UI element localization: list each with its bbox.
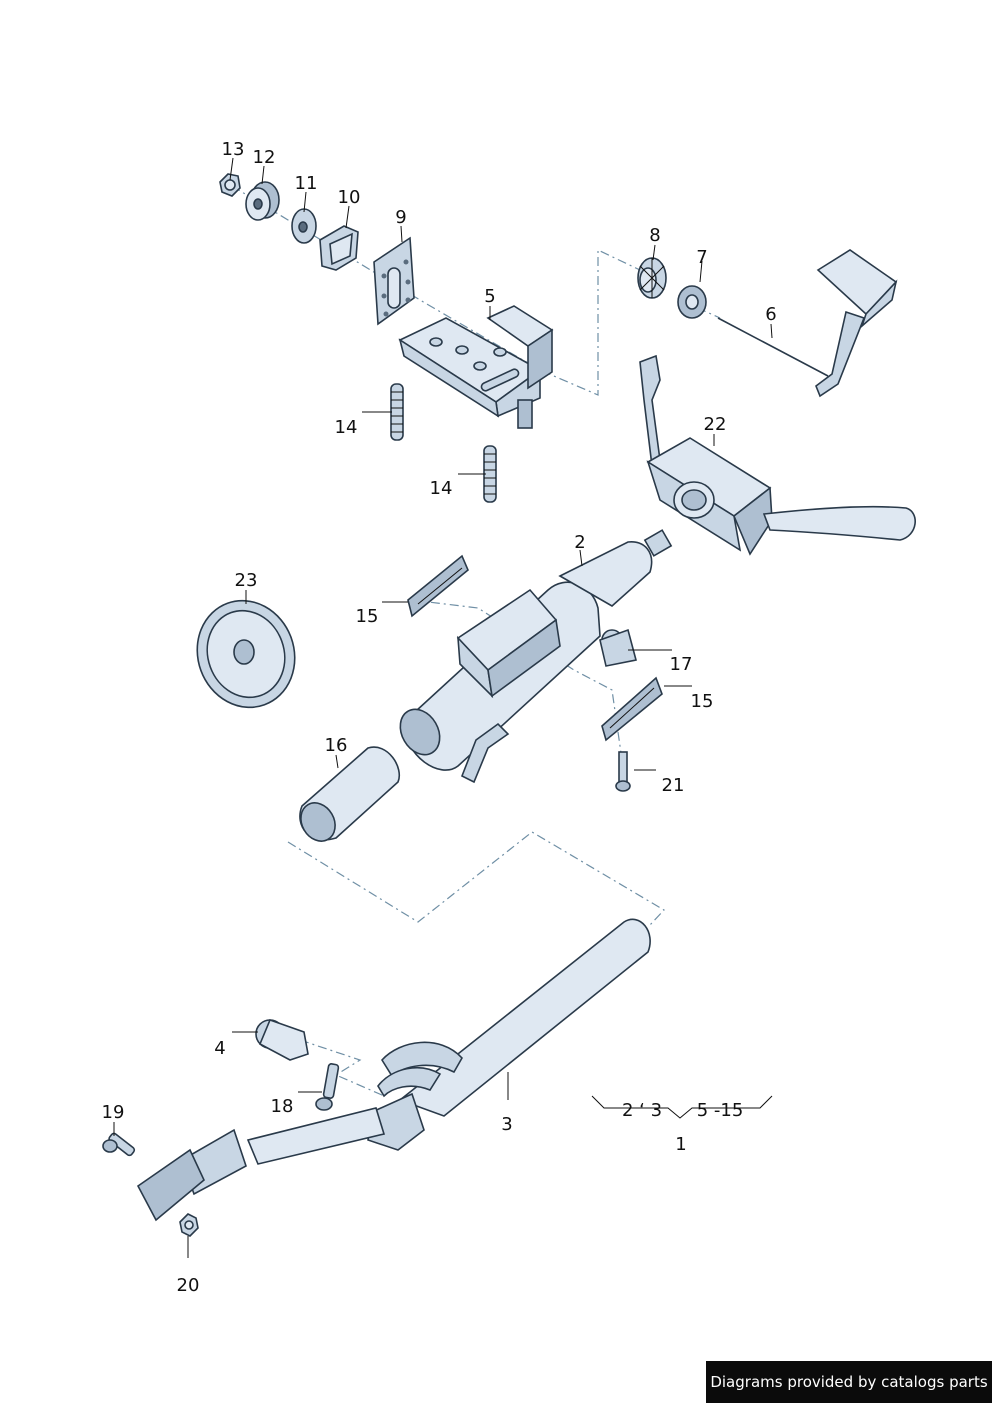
callout-3: 3 — [501, 1114, 512, 1135]
part-8-gear — [637, 257, 667, 299]
part-6-pedal — [717, 249, 898, 398]
bracket-range-left: 2 ‘ 3 — [622, 1100, 662, 1121]
part-21-screw — [615, 751, 631, 792]
callout-leader-lines — [113, 157, 773, 1258]
part-14-spring-upper — [390, 383, 404, 441]
footer-credit-banner: Diagrams provided by catalogs parts — [706, 1361, 992, 1403]
part-10-clip — [319, 225, 359, 271]
callout-6: 6 — [765, 304, 776, 325]
callout-5: 5 — [484, 286, 495, 307]
callout-8: 8 — [649, 225, 660, 246]
callout-11: 11 — [295, 173, 318, 194]
part-4-coupling — [255, 1018, 309, 1061]
part-18-bolt — [315, 1063, 340, 1111]
assembly-group-bracket: 2 ‘ 3 5 -15 — [591, 1095, 773, 1121]
part-16-sleeve — [299, 746, 401, 842]
callout-1: 1 — [675, 1134, 686, 1155]
callout-22: 22 — [704, 414, 727, 435]
part-12-bushing — [245, 181, 280, 221]
part-2-column-housing — [399, 529, 673, 784]
part-15-plate-lower — [601, 676, 663, 742]
part-19-bolt — [102, 1132, 136, 1157]
callout-20: 20 — [177, 1275, 200, 1296]
part-9-plate — [373, 236, 415, 326]
callout-12: 12 — [253, 147, 276, 168]
callout-14-upper: 14 — [335, 417, 358, 438]
part-7-star-washer — [677, 285, 707, 319]
callout-19: 19 — [102, 1102, 125, 1123]
part-5-bracket — [398, 305, 554, 429]
part-20-nut — [179, 1213, 199, 1237]
bracket-range-right: 5 -15 — [697, 1100, 744, 1121]
callout-labels: 1 2 3 4 5 6 7 8 9 10 11 12 13 14 14 15 1… — [102, 139, 777, 1296]
part-22-combination-switch — [639, 354, 916, 556]
callout-2: 2 — [574, 532, 585, 553]
callout-15-lower: 15 — [691, 691, 714, 712]
callout-15-upper: 15 — [356, 606, 379, 627]
callout-18: 18 — [271, 1096, 294, 1117]
part-13-nut — [219, 173, 241, 197]
callout-4: 4 — [214, 1038, 225, 1059]
callout-16: 16 — [325, 735, 348, 756]
callout-10: 10 — [338, 187, 361, 208]
callout-9: 9 — [395, 207, 406, 228]
callout-13: 13 — [222, 139, 245, 160]
callout-14-lower: 14 — [430, 478, 453, 499]
callout-7: 7 — [696, 247, 707, 268]
part-23-dust-cover — [196, 599, 296, 709]
callout-17: 17 — [670, 654, 693, 675]
part-11-washer — [291, 208, 317, 244]
part-15-plate-upper — [407, 554, 469, 618]
part-3-steering-shaft — [136, 918, 651, 1222]
callout-21: 21 — [662, 775, 685, 796]
callout-23: 23 — [235, 570, 258, 591]
